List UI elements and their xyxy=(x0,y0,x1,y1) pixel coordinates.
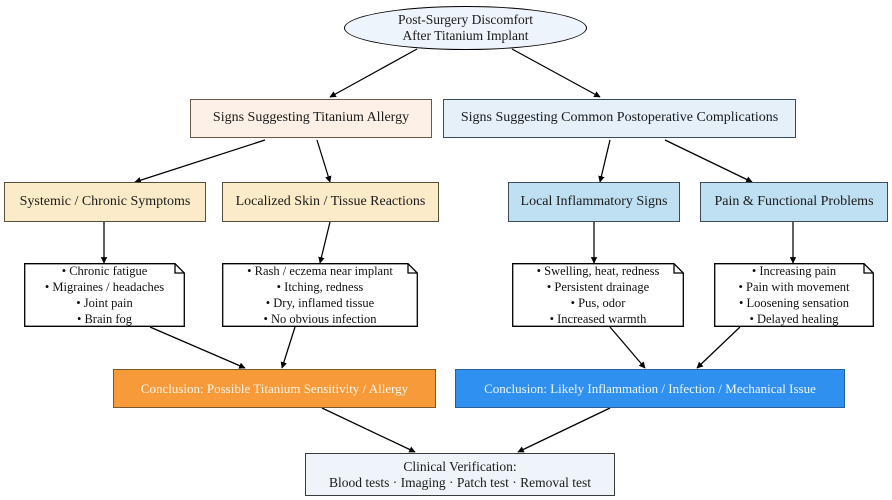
note-systemic-text: • Chronic fatigue • Migraines / headache… xyxy=(24,263,185,327)
note-systemic-item-2: • Migraines / headaches xyxy=(44,279,165,294)
note-localized-item-4: • No obvious infection xyxy=(263,312,377,327)
note-shape-icon xyxy=(512,263,684,327)
root-line-2: After Titanium Implant xyxy=(402,28,529,43)
note-inflammatory-signs[interactable]: • Swelling, heat, redness • Persistent d… xyxy=(512,263,684,327)
note-inflammatory-item-4: • Increased warmth xyxy=(549,312,647,327)
branch-allergy-label: Signs Suggesting Titanium Allergy xyxy=(212,110,410,126)
note-localized-item-2: • Itching, redness xyxy=(276,279,364,294)
edge-allergy-to-localized xyxy=(316,139,332,183)
note-pain-problems[interactable]: • Increasing pain • Pain with movement •… xyxy=(714,263,874,327)
node-category-systemic[interactable]: Systemic / Chronic Symptoms xyxy=(4,182,206,222)
note-shape-icon xyxy=(24,263,185,327)
edge-conclusion-allergy-to-verification xyxy=(321,407,416,453)
note-pain-item-3: • Loosening sensation xyxy=(739,296,849,310)
node-clinical-verification[interactable]: Clinical Verification: Blood tests · Ima… xyxy=(305,453,615,496)
note-inflammatory-item-2: • Persistent drainage xyxy=(546,279,650,294)
note-inflammatory-text: • Swelling, heat, redness • Persistent d… xyxy=(512,263,684,327)
edge-complication-to-pain xyxy=(664,139,753,183)
note-shape-icon xyxy=(714,263,874,327)
branch-complication-label: Signs Suggesting Common Postoperative Co… xyxy=(460,110,779,126)
edge-complication-to-inflammatory xyxy=(598,139,611,183)
node-root[interactable]: Post-Surgery Discomfort After Titanium I… xyxy=(344,6,587,50)
node-branch-allergy[interactable]: Signs Suggesting Titanium Allergy xyxy=(190,99,432,138)
category-systemic-label: Systemic / Chronic Symptoms xyxy=(19,193,191,209)
node-category-pain[interactable]: Pain & Functional Problems xyxy=(700,182,888,222)
edge-note-localized-to-conclusion xyxy=(280,326,296,369)
edge-note-inflammatory-to-conclusion xyxy=(609,326,646,369)
verification-line-1: Clinical Verification: xyxy=(403,458,517,474)
root-line-1: Post-Surgery Discomfort xyxy=(397,12,534,28)
note-systemic-item-3: • Joint pain xyxy=(76,296,133,310)
note-systemic-symptoms[interactable]: • Chronic fatigue • Migraines / headache… xyxy=(24,263,185,327)
edge-localized-to-note xyxy=(318,221,331,264)
note-inflammatory-item-3: • Pus, odor xyxy=(570,296,626,310)
edge-root-to-complication xyxy=(511,48,601,98)
note-systemic-item-4: • Brain fog xyxy=(76,312,133,327)
note-localized-text: • Rash / eczema near implant • Itching, … xyxy=(222,263,418,327)
edge-note-pain-to-conclusion xyxy=(696,326,741,369)
node-branch-complication[interactable]: Signs Suggesting Common Postoperative Co… xyxy=(443,99,796,138)
note-pain-item-2: • Pain with movement xyxy=(738,279,850,294)
note-pain-text: • Increasing pain • Pain with movement •… xyxy=(714,263,874,327)
category-localized-label: Localized Skin / Tissue Reactions xyxy=(235,193,426,209)
edge-root-to-allergy xyxy=(329,48,418,98)
verification-line-2: Blood tests · Imaging · Patch test · Rem… xyxy=(328,474,592,490)
note-pain-item-4: • Delayed healing xyxy=(749,312,839,327)
node-category-inflammatory[interactable]: Local Inflammatory Signs xyxy=(508,182,680,222)
node-category-localized[interactable]: Localized Skin / Tissue Reactions xyxy=(222,182,439,222)
note-inflammatory-item-1: • Swelling, heat, redness xyxy=(536,263,660,278)
edge-allergy-to-systemic xyxy=(134,139,266,184)
note-localized-item-3: • Dry, inflamed tissue xyxy=(265,296,375,310)
category-inflammatory-label: Local Inflammatory Signs xyxy=(520,193,668,209)
edge-note-systemic-to-conclusion xyxy=(149,326,246,369)
note-shape-icon xyxy=(222,263,418,327)
note-systemic-item-1: • Chronic fatigue xyxy=(61,263,148,278)
note-localized-item-1: • Rash / eczema near implant xyxy=(247,263,393,278)
edge-conclusion-complication-to-verification xyxy=(517,407,611,453)
node-conclusion-allergy[interactable]: Conclusion: Possible Titanium Sensitivit… xyxy=(113,369,436,408)
note-pain-item-1: • Increasing pain xyxy=(751,263,837,278)
conclusion-complication-label: Conclusion: Likely Inflammation / Infect… xyxy=(484,380,816,396)
node-conclusion-complication[interactable]: Conclusion: Likely Inflammation / Infect… xyxy=(455,369,845,408)
category-pain-label: Pain & Functional Problems xyxy=(714,193,874,209)
note-localized-reactions[interactable]: • Rash / eczema near implant • Itching, … xyxy=(222,263,418,327)
conclusion-allergy-label: Conclusion: Possible Titanium Sensitivit… xyxy=(140,380,409,396)
